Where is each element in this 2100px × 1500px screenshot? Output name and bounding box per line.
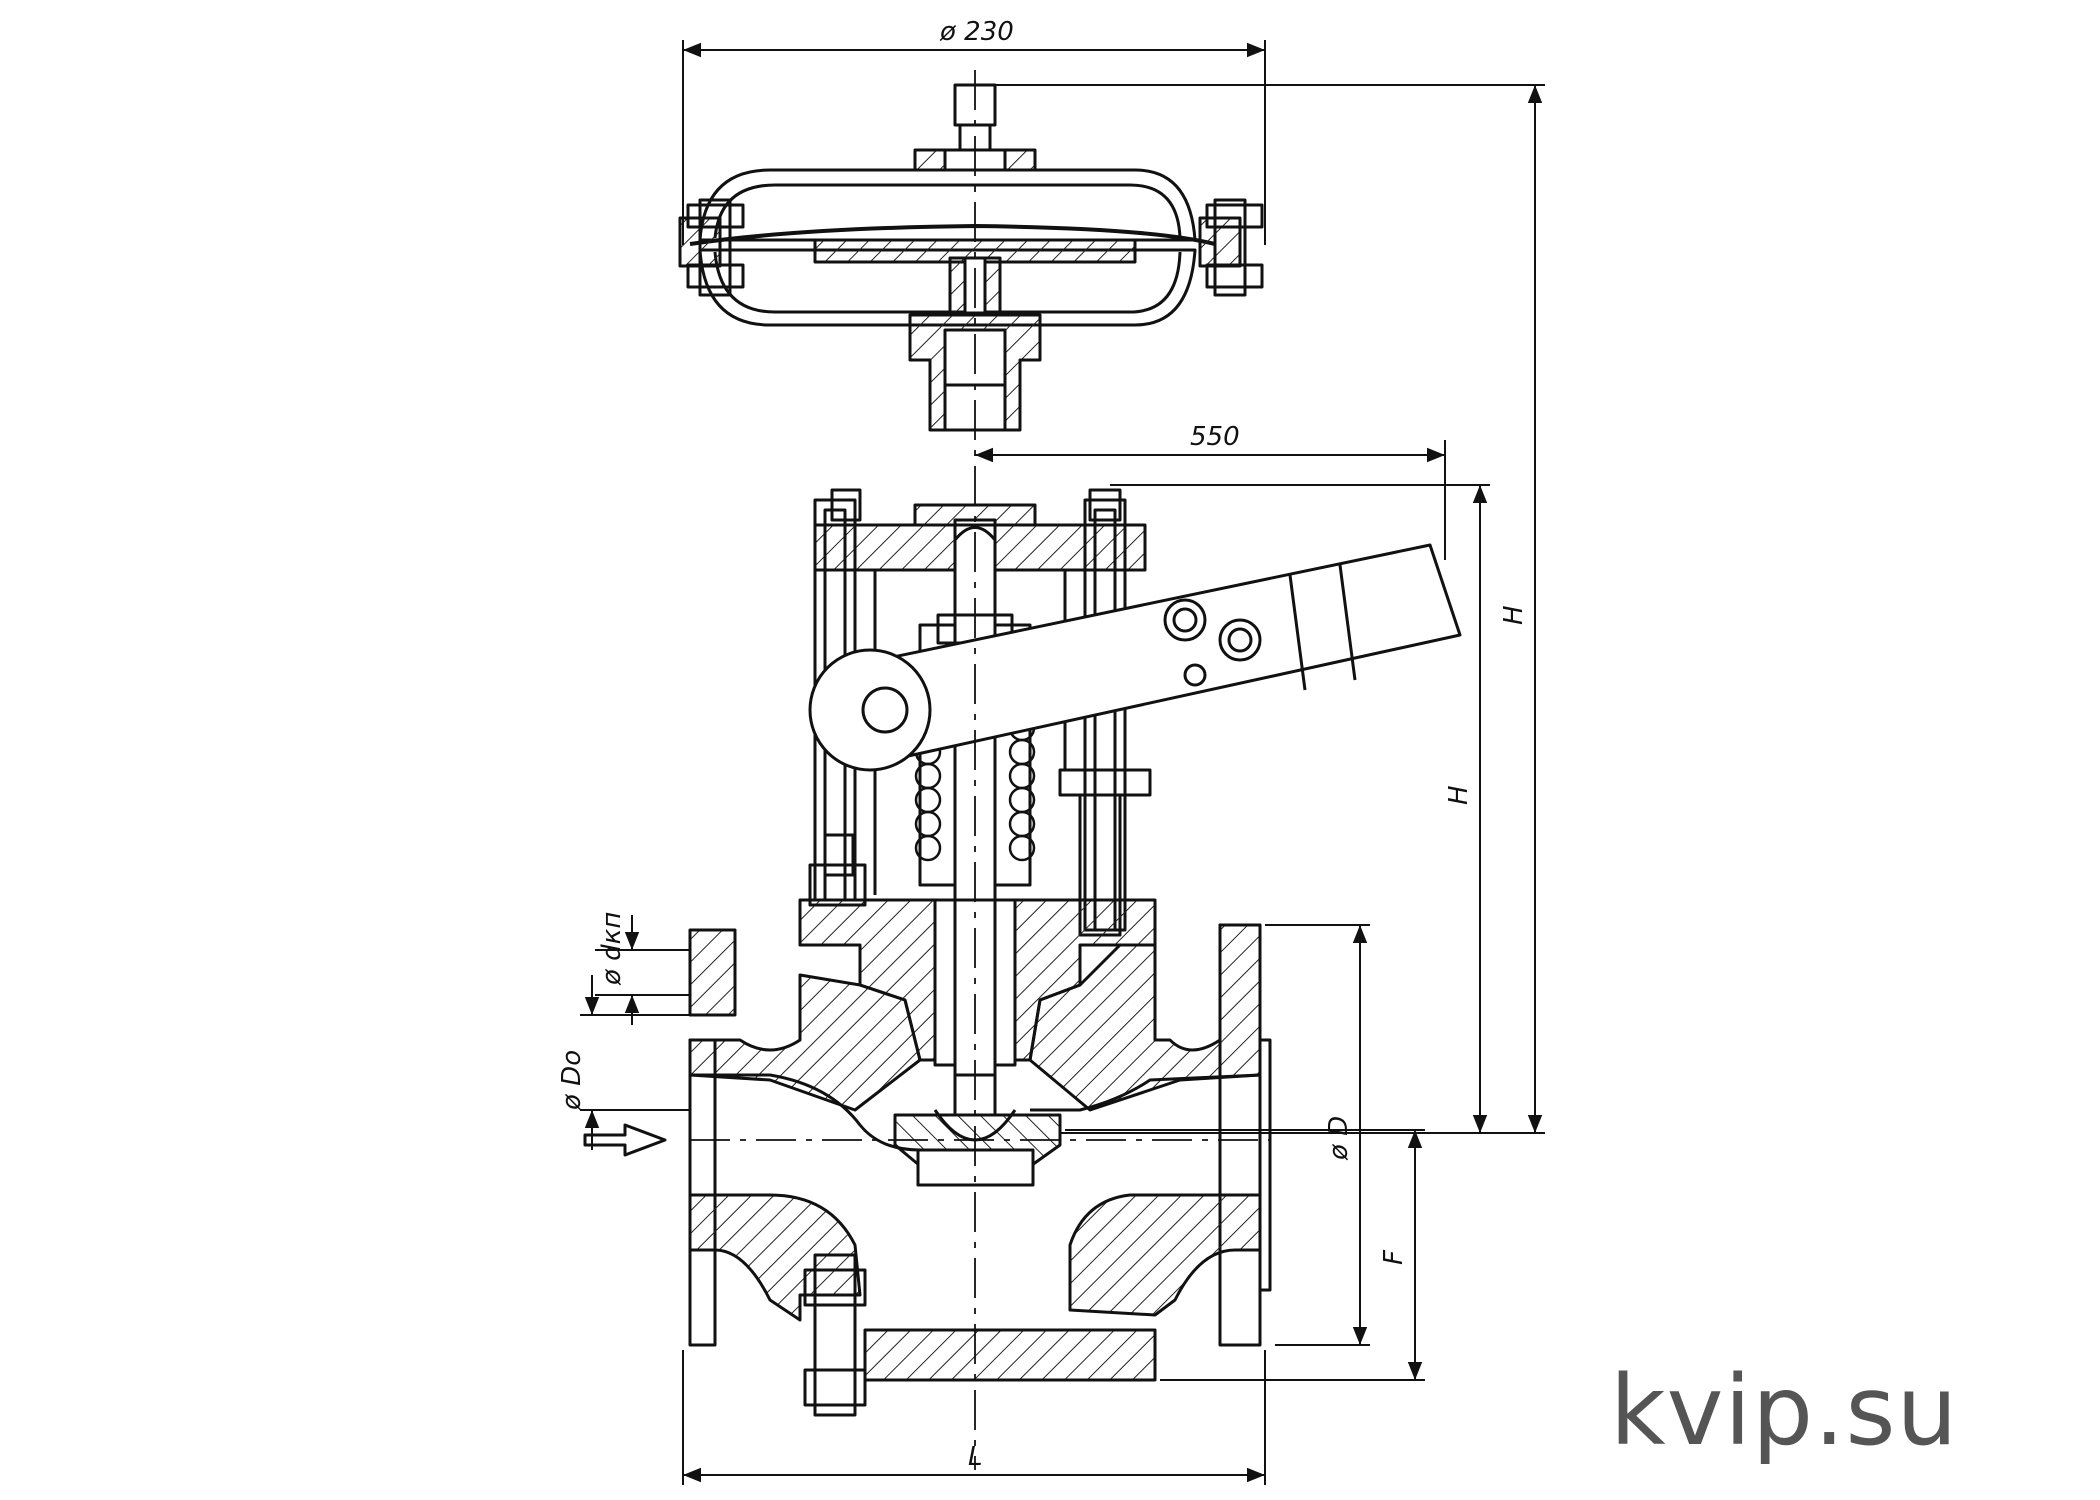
stand-height-label: H <box>1444 785 1474 805</box>
total-height-label: H <box>1499 605 1529 625</box>
valve-body <box>583 833 1272 1417</box>
diaphragm-actuator <box>678 83 1264 432</box>
bolt-circle-label: ø Do <box>557 1050 587 1111</box>
watermark: kvip.su <box>1610 1355 1959 1467</box>
bolt-hole-label: ø dкп <box>597 912 627 986</box>
length-l-label: L <box>968 1442 983 1472</box>
flange-diameter-label: ø D <box>1324 1116 1354 1161</box>
offset-f-label: F <box>1379 1249 1409 1265</box>
dimension-lines <box>580 40 1545 1485</box>
diameter-230-label: ø 230 <box>939 17 1014 47</box>
center-lines <box>690 70 1270 1470</box>
length-550-label: 550 <box>1190 422 1240 452</box>
